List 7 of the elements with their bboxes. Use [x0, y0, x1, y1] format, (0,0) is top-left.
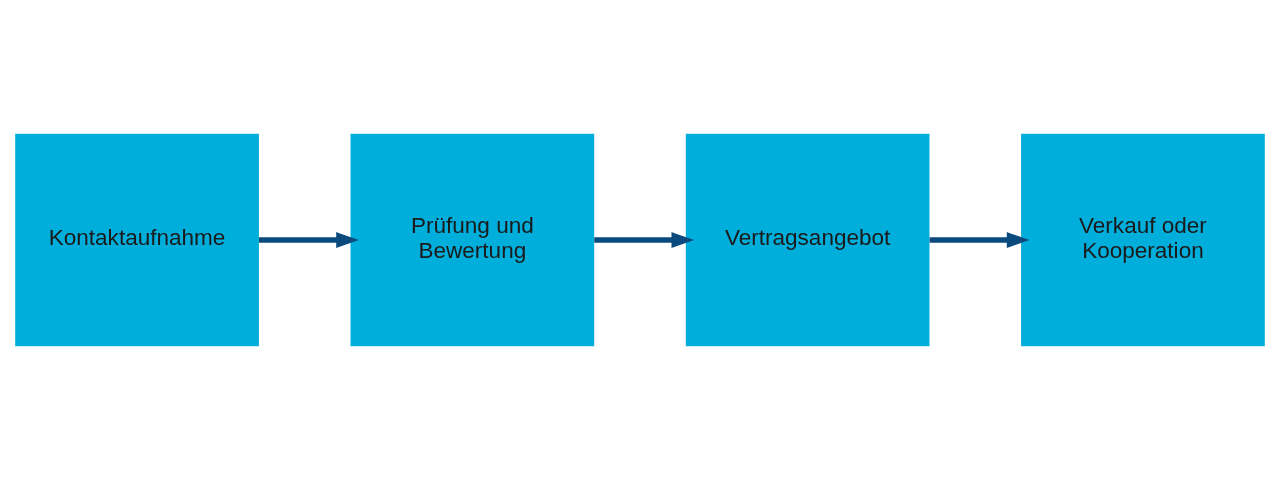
- node-box: Verkauf oder Kooperation: [1021, 133, 1265, 347]
- arrow: [258, 232, 359, 248]
- node-box: Prüfung und Bewertung: [350, 133, 595, 347]
- node-box: Vertragsangebot: [685, 133, 930, 347]
- node-box: Kontaktaufnahme: [15, 133, 259, 347]
- arrow: [929, 232, 1030, 248]
- arrow: [594, 232, 695, 248]
